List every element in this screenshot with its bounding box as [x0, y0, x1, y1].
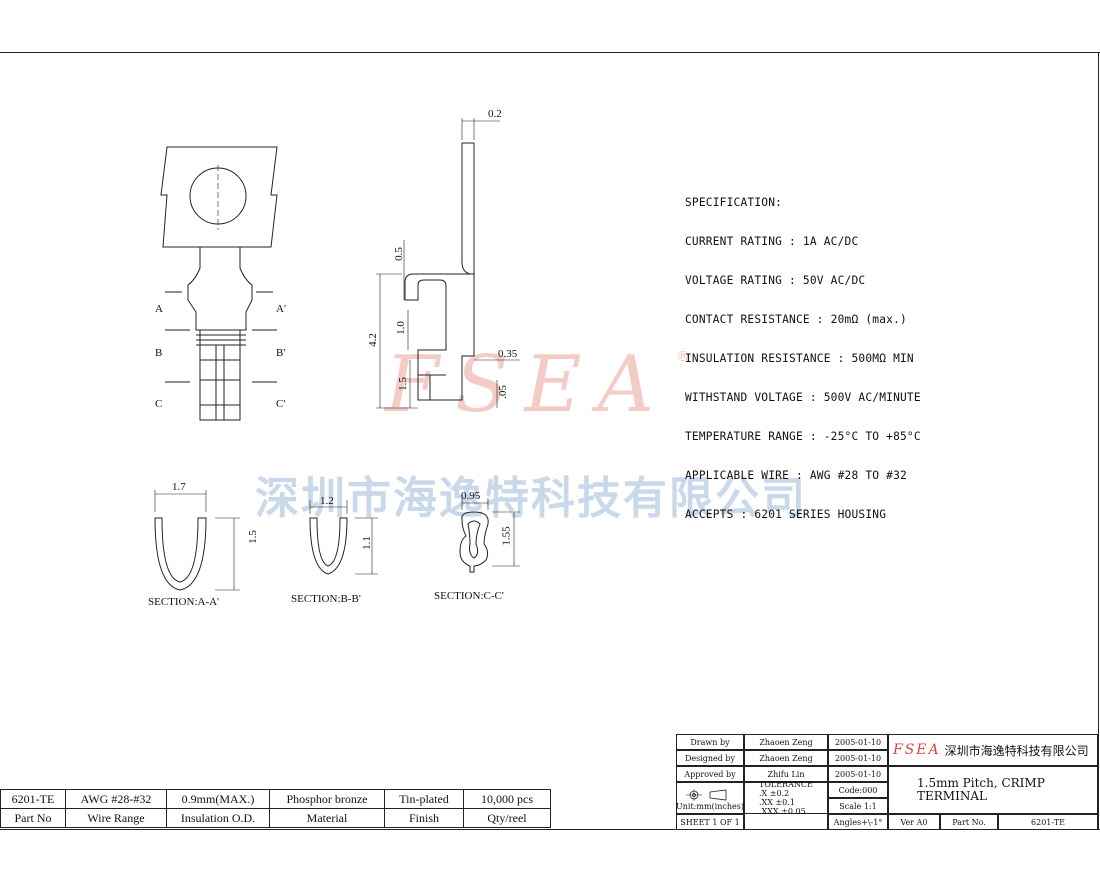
terminal-pad [160, 146, 278, 248]
spec-applicable-wire: APPLICABLE WIRE : AWG #28 TO #32 [685, 469, 907, 482]
tb-approved-date: 2005-01-10 [828, 766, 888, 782]
section-c-height: 1.55 [500, 526, 513, 546]
bom-headers-row: Part No Wire Range Insulation O.D. Mater… [0, 808, 551, 828]
frame-right-edge [1098, 52, 1099, 830]
tb-drawn-name: Zhaoen Zeng [744, 734, 828, 750]
tb-designed-name: Zhaoen Zeng [744, 750, 828, 766]
bom-header-material: Material [269, 808, 385, 828]
tb-tolerance-title: TOLERANCE [759, 780, 813, 789]
tb-drawn-label: Drawn by [676, 734, 744, 750]
front-view [160, 146, 278, 421]
front-label-b: B [155, 347, 163, 359]
tb-company-logo: FSEA [893, 742, 941, 758]
spec-voltage-rating: VOLTAGE RATING : 50V AC/DC [685, 274, 866, 287]
drawing-sheet [0, 52, 1100, 830]
tb-designed-date: 2005-01-10 [828, 750, 888, 766]
tb-units-cell: Unit:mm(inches) [676, 782, 744, 814]
tb-ver: Ver A0 [888, 814, 940, 830]
tb-drawn-date: 2005-01-10 [828, 734, 888, 750]
dim-1-0: 1.0 [394, 321, 407, 335]
front-label-a: A [155, 303, 163, 315]
section-b-label: SECTION:B-B' [291, 593, 361, 605]
bom-material: Phosphor bronze [269, 789, 385, 809]
tb-title-line2: TERMINAL [917, 789, 987, 803]
tb-part-no: 6201-TE [998, 814, 1098, 830]
tb-company-cell: FSEA 深圳市海逸特科技有限公司 [888, 734, 1098, 766]
front-label-c-prime: C' [276, 398, 286, 410]
front-label-a-prime: A' [276, 303, 286, 315]
tb-approved-label: Approved by [676, 766, 744, 782]
projection-symbol-icon [686, 789, 727, 801]
spec-temperature-range: TEMPERATURE RANGE : -25°C TO +85°C [685, 430, 921, 443]
tb-tolerance-x: .X ±0.2 [759, 789, 790, 798]
tb-designed-label: Designed by [676, 750, 744, 766]
bom-header-wire-range: Wire Range [65, 808, 167, 828]
spec-heading: SPECIFICATION: [685, 196, 783, 209]
section-c-label: SECTION:C-C' [434, 590, 504, 602]
bom-wire-range: AWG #28-#32 [65, 789, 167, 809]
spec-insulation-resistance: INSULATION RESISTANCE : 500MΩ MIN [685, 352, 914, 365]
spec-accepts: ACCEPTS : 6201 SERIES HOUSING [685, 508, 887, 521]
tb-code: Code:000 [828, 782, 888, 798]
tb-tolerance-bottom [744, 814, 828, 830]
bom-qty: 10,000 pcs [463, 789, 551, 809]
dim-0-05: .05 [496, 385, 509, 399]
dim-0-5: 0.5 [392, 247, 405, 261]
section-a-width: 1.7 [172, 481, 186, 493]
bom-insulation-od: 0.9mm(MAX.) [166, 789, 270, 809]
section-a-height: 1.5 [246, 530, 259, 544]
sections-geometry [154, 490, 520, 591]
bom-header-insulation: Insulation O.D. [166, 808, 270, 828]
section-c-width: 0.95 [461, 490, 481, 502]
dim-0-35: 0.35 [498, 348, 518, 360]
watermark-company: 深圳市海逸特科技有限公司 [255, 473, 807, 524]
tb-sheet: SHEET 1 OF 1 [676, 814, 744, 830]
bom-table: 6201-TE AWG #28-#32 0.9mm(MAX.) Phosphor… [0, 789, 551, 828]
tb-company-name: 深圳市海逸特科技有限公司 [944, 743, 1089, 758]
specification-block: SPECIFICATION: CURRENT RATING : 1A AC/DC… [685, 170, 921, 534]
tb-title-line1: 1.5mm Pitch, CRIMP [917, 776, 1045, 790]
side-view [376, 118, 520, 409]
bom-part-no: 6201-TE [0, 789, 66, 809]
tb-part-label: Part No. [940, 814, 998, 830]
dim-1-5: 1.5 [396, 377, 409, 391]
bom-values-row: 6201-TE AWG #28-#32 0.9mm(MAX.) Phosphor… [0, 789, 551, 809]
front-label-b-prime: B' [276, 347, 286, 359]
tb-scale: Scale 1:1 [828, 798, 888, 814]
tb-units-label: Unit:mm(inches) [676, 802, 744, 811]
watermark-registered: ® [676, 349, 690, 365]
tb-tolerance-cell: TOLERANCE .X ±0.2 .XX ±0.1 .XXX ±0.05 [744, 780, 828, 816]
spec-current-rating: CURRENT RATING : 1A AC/DC [685, 235, 859, 248]
spec-withstand-voltage: WITHSTAND VOLTAGE : 500V AC/MINUTE [685, 391, 921, 404]
bom-header-part-no: Part No [0, 808, 66, 828]
dim-4-2: 4.2 [366, 333, 379, 347]
tb-title-cell: 1.5mm Pitch, CRIMP TERMINAL [888, 766, 1098, 814]
bom-header-finish: Finish [384, 808, 464, 828]
section-b-height: 1.1 [360, 536, 373, 550]
tb-approved-name: Zhifu Lin [744, 766, 828, 782]
tb-tolerance-xxx: .XXX ±0.05 [759, 807, 806, 816]
spec-contact-resistance: CONTACT RESISTANCE : 20mΩ (max.) [685, 313, 907, 326]
front-label-c: C [155, 398, 163, 410]
bom-header-qty: Qty/reel [463, 808, 551, 828]
bom-finish: Tin-plated [384, 789, 464, 809]
section-a-label: SECTION:A-A' [148, 596, 220, 608]
tb-tolerance-xx: .XX ±0.1 [759, 798, 795, 807]
tb-angles: Angles+\-1° [828, 814, 888, 830]
dim-thickness: 0.2 [488, 108, 502, 120]
section-b-width: 1.2 [320, 495, 334, 507]
